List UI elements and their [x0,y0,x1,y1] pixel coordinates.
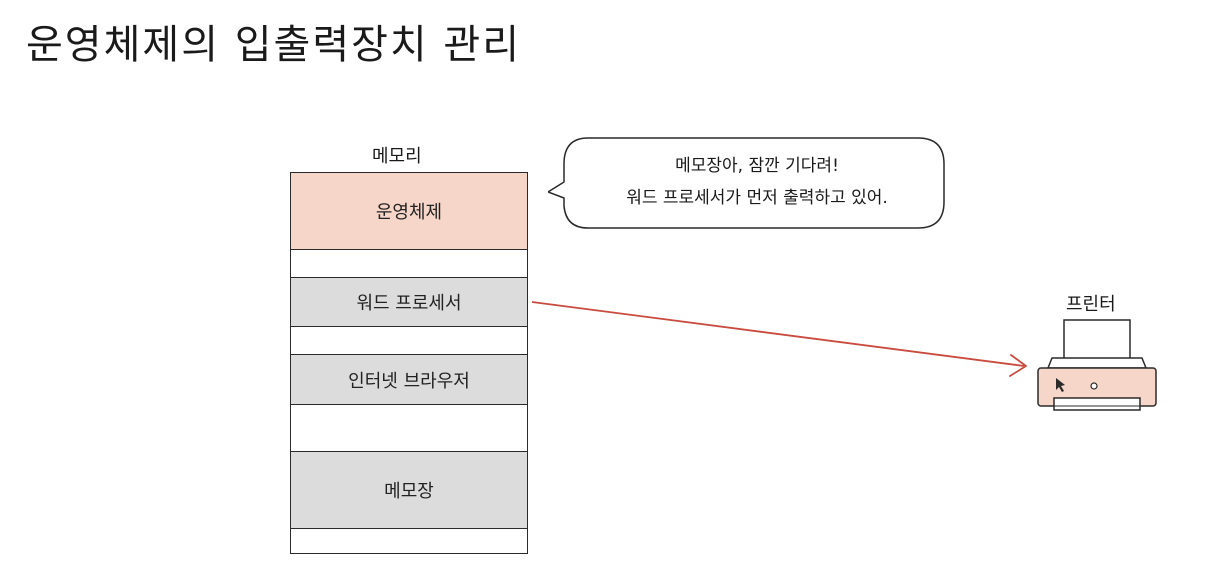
memory-block-os: 운영체제 [291,172,527,250]
printer-icon [1032,318,1162,418]
memory-block-notepad: 메모장 [291,451,527,529]
memory-block-word-processor-label: 워드 프로세서 [356,293,462,314]
memory-label: 메모리 [372,146,422,167]
memory-block-word-processor: 워드 프로세서 [291,277,527,327]
memory-block-browser-label: 인터넷 브라우저 [348,370,470,392]
page-title: 운영체제의 입출력장치 관리 [26,22,522,68]
memory-block-os-label: 운영체제 [375,202,443,223]
speech-bubble-line-1: 메모장아, 잠깐 기다려! [675,156,839,176]
output-arrow-line [531,301,1025,367]
speech-bubble: 메모장아, 잠깐 기다려! 워드 프로세서가 먼저 출력하고 있어. [548,132,948,234]
speech-bubble-line-2: 워드 프로세서가 먼저 출력하고 있어. [626,188,888,208]
memory-stack: 운영체제 워드 프로세서 인터넷 브라우저 메모장 [290,172,528,554]
speech-bubble-shape [548,137,945,229]
speech-bubble-text: 메모장아, 잠깐 기다려! 워드 프로세서가 먼저 출력하고 있어. [570,150,944,214]
printer-label: 프린터 [1066,294,1116,315]
memory-block-notepad-label: 메모장 [384,481,434,502]
output-arrow-head [1009,354,1027,377]
memory-block-browser: 인터넷 브라우저 [291,354,527,405]
